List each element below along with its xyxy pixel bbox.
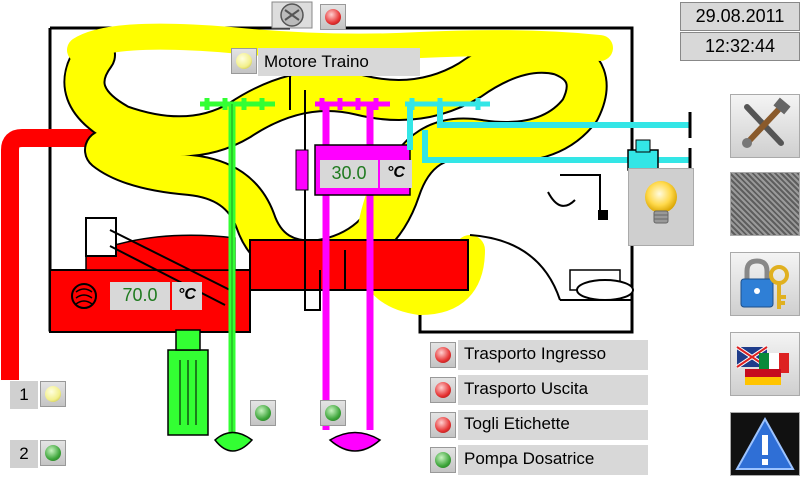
indicator-1-dot [45,386,61,402]
light-bulb-icon [645,181,677,224]
magenta-pump-lamp [320,400,346,426]
status-label-togli-etichette: Togli Etichette [458,410,648,440]
light-button[interactable] [628,168,694,246]
motor-status-lamp [231,48,257,74]
indicator-2-label: 2 [10,440,38,468]
status-lamp-pompa-dosatrice [430,447,456,473]
status-dot-1 [435,382,451,398]
upper-temp-value: 30.0 [320,160,378,188]
indicator-1-lamp [40,381,66,407]
status-label-trasporto-uscita: Trasporto Uscita [458,375,648,405]
status-dot-0 [435,347,451,363]
date-display: 29.08.2011 [680,2,800,31]
yellow-conveyor [65,33,606,280]
fan-status-dot [325,9,341,25]
lower-temp-value: 70.0 [110,282,170,310]
flags-icon [735,345,789,385]
tools-icon [742,97,791,148]
green-pump-dot [255,405,271,421]
green-pump-lamp [250,400,276,426]
status-dot-2 [435,417,451,433]
heater-icon [71,283,97,309]
indicator-2-dot [45,445,61,461]
time-display: 12:32:44 [680,32,800,61]
magenta-pump-dot [325,405,341,421]
status-label-trasporto-ingresso: Trasporto Ingresso [458,340,648,370]
status-lamp-trasporto-ingresso [430,342,456,368]
cyan-pipe [407,104,690,163]
motor-label: Motore Traino [258,48,420,76]
alarm-button[interactable] [730,412,800,476]
language-button[interactable] [730,332,800,396]
tools-button[interactable] [730,94,800,158]
lower-temp-unit: °C [172,282,202,310]
lock-button[interactable] [730,252,800,316]
status-lamp-trasporto-uscita [430,377,456,403]
fan-status-lamp [320,4,346,30]
motor-status-dot [236,53,252,69]
indicator-1-label: 1 [10,381,38,409]
indicator-2-lamp [40,440,66,466]
upper-temp-unit: °C [380,160,412,188]
warning-icon [735,416,795,470]
status-dot-3 [435,452,451,468]
status-label-pompa-dosatrice: Pompa Dosatrice [458,445,648,475]
status-lamp-togli-etichette [430,412,456,438]
lock-key-icon [740,258,789,309]
blank-pattern-button[interactable] [730,172,800,236]
